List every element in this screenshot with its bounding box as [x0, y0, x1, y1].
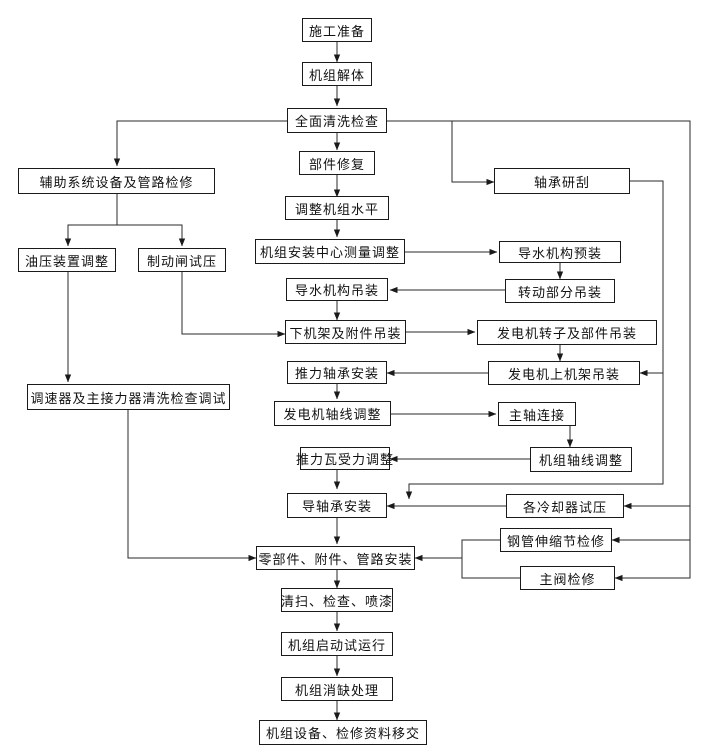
- step-generator-axis-adjust: 发电机轴线调整: [274, 401, 391, 426]
- step-construction-prep: 施工准备: [302, 18, 372, 42]
- step-main-valve-overhaul: 主阀检修: [520, 566, 615, 590]
- connector-auxiliary-split: [67, 194, 118, 246]
- arrow-cleaning-to-auxiliary: [113, 120, 287, 167]
- step-clean-inspect-paint: 清扫、检查、喷漆: [281, 588, 393, 612]
- step-center-measurement: 机组安装中心测量调整: [255, 239, 405, 264]
- step-data-handover: 机组设备、检修资料移交: [259, 720, 427, 745]
- step-unit-axis-adjust: 机组轴线调整: [530, 447, 632, 472]
- step-guide-mechanism-preassembly: 导水机构预装: [499, 241, 621, 263]
- step-unit-disassembly: 机组解体: [302, 62, 372, 86]
- step-guide-bearing-install: 导轴承安装: [287, 493, 387, 518]
- step-generator-rotor-hoisting: 发电机转子及部件吊装: [477, 320, 657, 345]
- step-guide-mechanism-hoisting: 导水机构吊装: [286, 278, 388, 301]
- step-defect-elimination: 机组消缺处理: [281, 677, 393, 701]
- arrow-auxiliary-to-brake: [117, 224, 186, 247]
- step-auxiliary-system-overhaul: 辅助系统设备及管路检修: [18, 168, 215, 194]
- arrow-governor-to-parts: [127, 410, 257, 562]
- step-thrust-pad-adjust: 推力瓦受力调整: [296, 447, 393, 470]
- arrow-bypass-to-guidebearing: [405, 373, 664, 500]
- step-startup-trial-run: 机组启动试运行: [281, 632, 393, 656]
- step-brake-pressure-test: 制动闸试压: [138, 248, 226, 272]
- step-pipe-expansion-joint-overhaul: 钢管伸缩节检修: [500, 528, 612, 552]
- step-adjust-unit-level: 调整机组水平: [285, 196, 389, 220]
- arrow-cleaning-to-mainvalve: [387, 120, 691, 582]
- step-main-shaft-connection: 主轴连接: [498, 402, 576, 426]
- arrow-bearingscrape-to-upperframe: [630, 180, 664, 377]
- step-full-cleaning-inspection: 全面清洗检查: [287, 108, 387, 133]
- step-oil-pressure-adjust: 油压装置调整: [18, 248, 116, 272]
- step-governor-debugging: 调速器及主接力器清洗检查调试: [27, 384, 230, 410]
- step-thrust-bearing-install: 推力轴承安装: [287, 361, 387, 384]
- step-bearing-scraping: 轴承研刮: [494, 168, 630, 194]
- step-rotating-part-hoisting: 转动部分吊装: [505, 279, 615, 303]
- step-upper-frame-hoisting: 发电机上机架吊装: [488, 361, 640, 385]
- step-part-repair: 部件修复: [299, 151, 375, 175]
- step-lower-frame-hoisting: 下机架及附件吊装: [285, 320, 406, 344]
- arrow-cleaning-to-bearingscrape: [387, 120, 495, 186]
- step-parts-piping-install: 零部件、附件、管路安装: [256, 546, 415, 570]
- connector-pipe-valve: [461, 539, 520, 579]
- step-cooler-pressure-test: 各冷却器试压: [506, 494, 624, 518]
- arrow-brake-to-lowerframe: [181, 272, 286, 338]
